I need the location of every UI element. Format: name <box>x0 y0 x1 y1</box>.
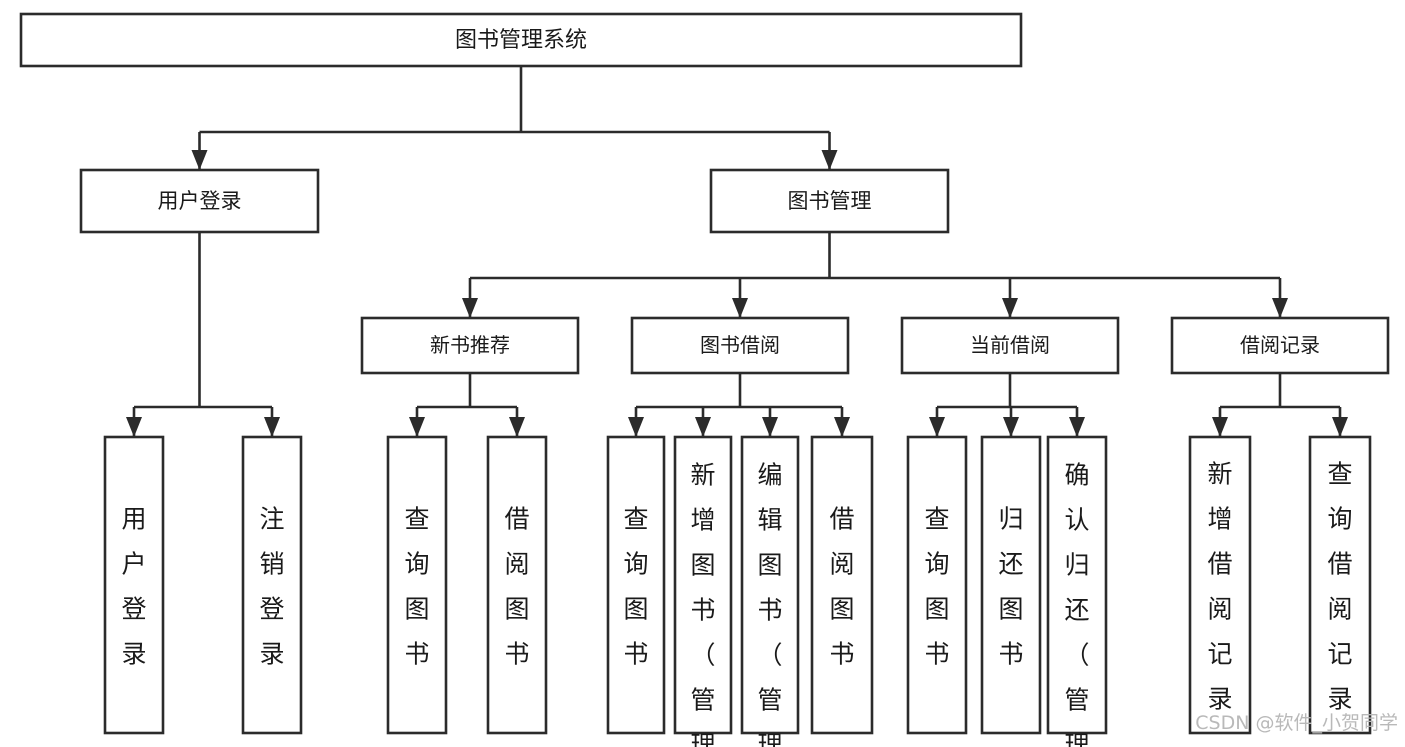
leaf-node-0[interactable]: 用户登录 <box>103 435 165 735</box>
leaf-node-8-label: 查询图书 <box>924 504 949 668</box>
node-level2-0[interactable]: 用户登录 <box>79 168 320 234</box>
leaf-node-5-label: 新增图书（管理员） <box>690 460 715 747</box>
arrow-head-icon <box>1332 417 1348 437</box>
node-level3-3-rect <box>1170 316 1390 375</box>
leaf-node-0-label: 用户登录 <box>121 504 146 668</box>
node-level3-2[interactable]: 当前借阅 <box>900 316 1120 375</box>
arrow-head-icon <box>1002 298 1018 318</box>
leaf-layer: 用户登录 注销登录 查询图书 借阅图书 查询图书 新增图书（管理员） 编辑图书（管理员） 借阅… <box>103 435 1372 747</box>
leaf-node-2[interactable]: 查询图书 <box>386 435 448 735</box>
node-level3-1-label: 图书借阅 <box>700 333 780 357</box>
node-level3-1[interactable]: 图书借阅 <box>630 316 850 375</box>
node-level2-0-label: 用户登录 <box>158 189 242 213</box>
node-root-图书管理系统[interactable]: 图书管理系统 <box>19 12 1023 68</box>
arrow-head-icon <box>821 150 838 170</box>
arrow-head-icon <box>929 417 945 437</box>
leaf-node-6-label: 编辑图书（管理员） <box>757 460 782 747</box>
node-level3-2-label: 当前借阅 <box>970 333 1050 357</box>
arrow-head-icon <box>191 150 208 170</box>
leaf-node-4[interactable]: 查询图书 <box>606 435 666 735</box>
arrow-head-icon <box>1003 417 1019 437</box>
node-root-图书管理系统-label: 图书管理系统 <box>455 28 587 53</box>
leaf-node-10-label: 确认归还（管理员） <box>1064 460 1089 747</box>
leaf-node-11[interactable]: 新增借阅记录 <box>1188 435 1252 735</box>
leaf-node-1-label: 注销登录 <box>259 504 284 668</box>
leaf-node-3-rect <box>486 435 548 735</box>
arrow-head-icon <box>1212 417 1228 437</box>
leaf-node-12-rect <box>1308 435 1372 735</box>
arrow-head-icon <box>628 417 644 437</box>
leaf-node-10-rect <box>1046 435 1108 735</box>
leaf-node-9-label: 归还图书 <box>998 504 1023 668</box>
leaf-node-7-rect <box>810 435 874 735</box>
leaf-node-7-label: 借阅图书 <box>829 504 854 668</box>
leaf-node-5[interactable]: 新增图书（管理员） <box>673 435 733 747</box>
arrow-head-icon <box>834 417 850 437</box>
csdn-watermark: CSDN @软件_小贺同学 <box>1195 712 1398 734</box>
node-level3-2-rect <box>900 316 1120 375</box>
leaf-node-4-rect <box>606 435 666 735</box>
node-level3-0-rect <box>360 316 580 375</box>
leaf-node-7[interactable]: 借阅图书 <box>810 435 874 735</box>
arrow-head-icon <box>126 417 142 437</box>
leaf-node-11-rect <box>1188 435 1252 735</box>
node-level2-1-rect <box>709 168 950 234</box>
arrow-head-icon <box>264 417 280 437</box>
arrow-head-icon <box>1069 417 1085 437</box>
node-level2-1-label: 图书管理 <box>788 189 872 213</box>
leaf-node-8-rect <box>906 435 968 735</box>
leaf-node-2-rect <box>386 435 448 735</box>
leaf-node-1-rect <box>241 435 303 735</box>
node-level3-1-rect <box>630 316 850 375</box>
leaf-node-1[interactable]: 注销登录 <box>241 435 303 735</box>
leaf-node-4-label: 查询图书 <box>623 504 648 668</box>
leaf-node-10[interactable]: 确认归还（管理员） <box>1046 435 1108 747</box>
leaf-node-6[interactable]: 编辑图书（管理员） <box>740 435 800 747</box>
leaf-node-3[interactable]: 借阅图书 <box>486 435 548 735</box>
leaf-node-0-rect <box>103 435 165 735</box>
node-level3-0[interactable]: 新书推荐 <box>360 316 580 375</box>
node-level3-3-label: 借阅记录 <box>1240 333 1320 357</box>
node-level3-3[interactable]: 借阅记录 <box>1170 316 1390 375</box>
node-level2-1[interactable]: 图书管理 <box>709 168 950 234</box>
node-level2-0-rect <box>79 168 320 234</box>
leaf-node-8[interactable]: 查询图书 <box>906 435 968 735</box>
leaf-node-3-label: 借阅图书 <box>504 504 529 668</box>
leaf-node-12[interactable]: 查询借阅记录 <box>1308 435 1372 735</box>
node-level3-0-label: 新书推荐 <box>430 333 510 357</box>
leaf-node-6-rect <box>740 435 800 735</box>
connector-layer <box>126 66 1348 437</box>
node-root-图书管理系统-rect <box>19 12 1023 68</box>
arrow-head-icon <box>1272 298 1288 318</box>
leaf-node-9-rect <box>980 435 1042 735</box>
arrow-head-icon <box>695 417 711 437</box>
leaf-node-9[interactable]: 归还图书 <box>980 435 1042 735</box>
arrow-head-icon <box>732 298 748 318</box>
leaf-node-5-rect <box>673 435 733 735</box>
leaf-node-11-label: 新增借阅记录 <box>1207 459 1232 713</box>
leaf-node-2-label: 查询图书 <box>404 504 429 668</box>
arrow-head-icon <box>509 417 525 437</box>
arrow-head-icon <box>462 298 478 318</box>
leaf-node-12-label: 查询借阅记录 <box>1327 459 1352 713</box>
arrow-head-icon <box>409 417 425 437</box>
arrow-head-icon <box>762 417 778 437</box>
